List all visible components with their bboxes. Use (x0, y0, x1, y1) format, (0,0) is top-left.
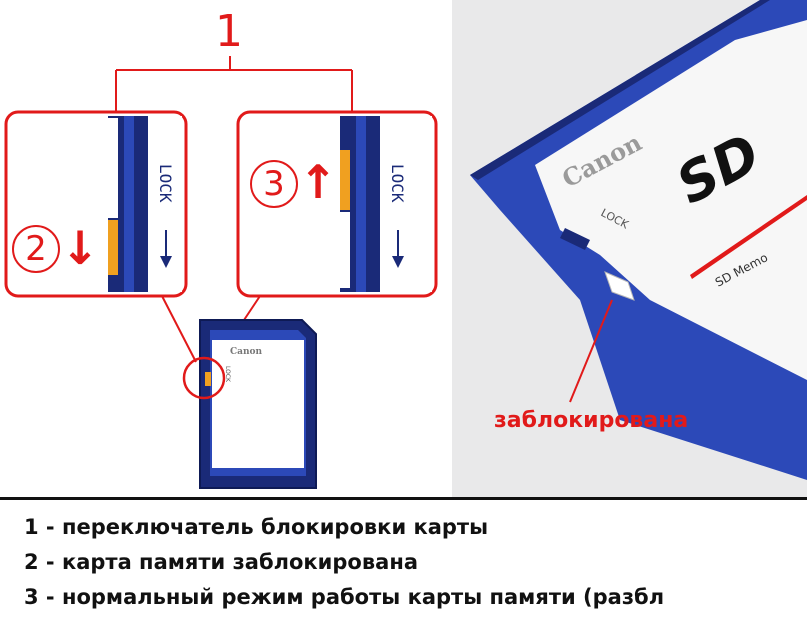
lock-highlight-circle (182, 356, 226, 400)
marker-3: 3 (250, 160, 298, 208)
inset-unlocked (236, 110, 438, 298)
small-sd-card (182, 319, 317, 489)
inset-unlocked-lock-text: LOCK (388, 164, 407, 203)
arrow-down: ↓ (60, 221, 100, 275)
locked-pointer-line (569, 299, 613, 403)
marker-2: 2 (12, 225, 60, 273)
sd-card-photo (452, 0, 807, 497)
small-card-lock-text: LOCK (224, 366, 231, 383)
legend-line-2: 2 - карта памяти заблокирована (24, 550, 418, 574)
sd-card-diagram: Canon SD LOCK SD Memo LOCK LOCK (4, 0, 807, 497)
inset-locked-lock-text: LOCK (156, 164, 175, 203)
lock-switch-down (108, 220, 118, 275)
divider (0, 497, 807, 500)
arrow-up: ↑ (298, 155, 338, 209)
locked-label: заблокирована (494, 408, 689, 433)
legend-line-1: 1 - переключатель блокировки карты (24, 515, 489, 539)
marker-1: 1 (215, 6, 243, 57)
small-card-brand: Canon (230, 347, 263, 357)
legend-line-3: 3 - нормальный режим работы карты памяти… (24, 585, 665, 609)
legend: 1 - переключатель блокировки карты 2 - к… (24, 510, 807, 615)
lock-switch-up (340, 150, 350, 210)
